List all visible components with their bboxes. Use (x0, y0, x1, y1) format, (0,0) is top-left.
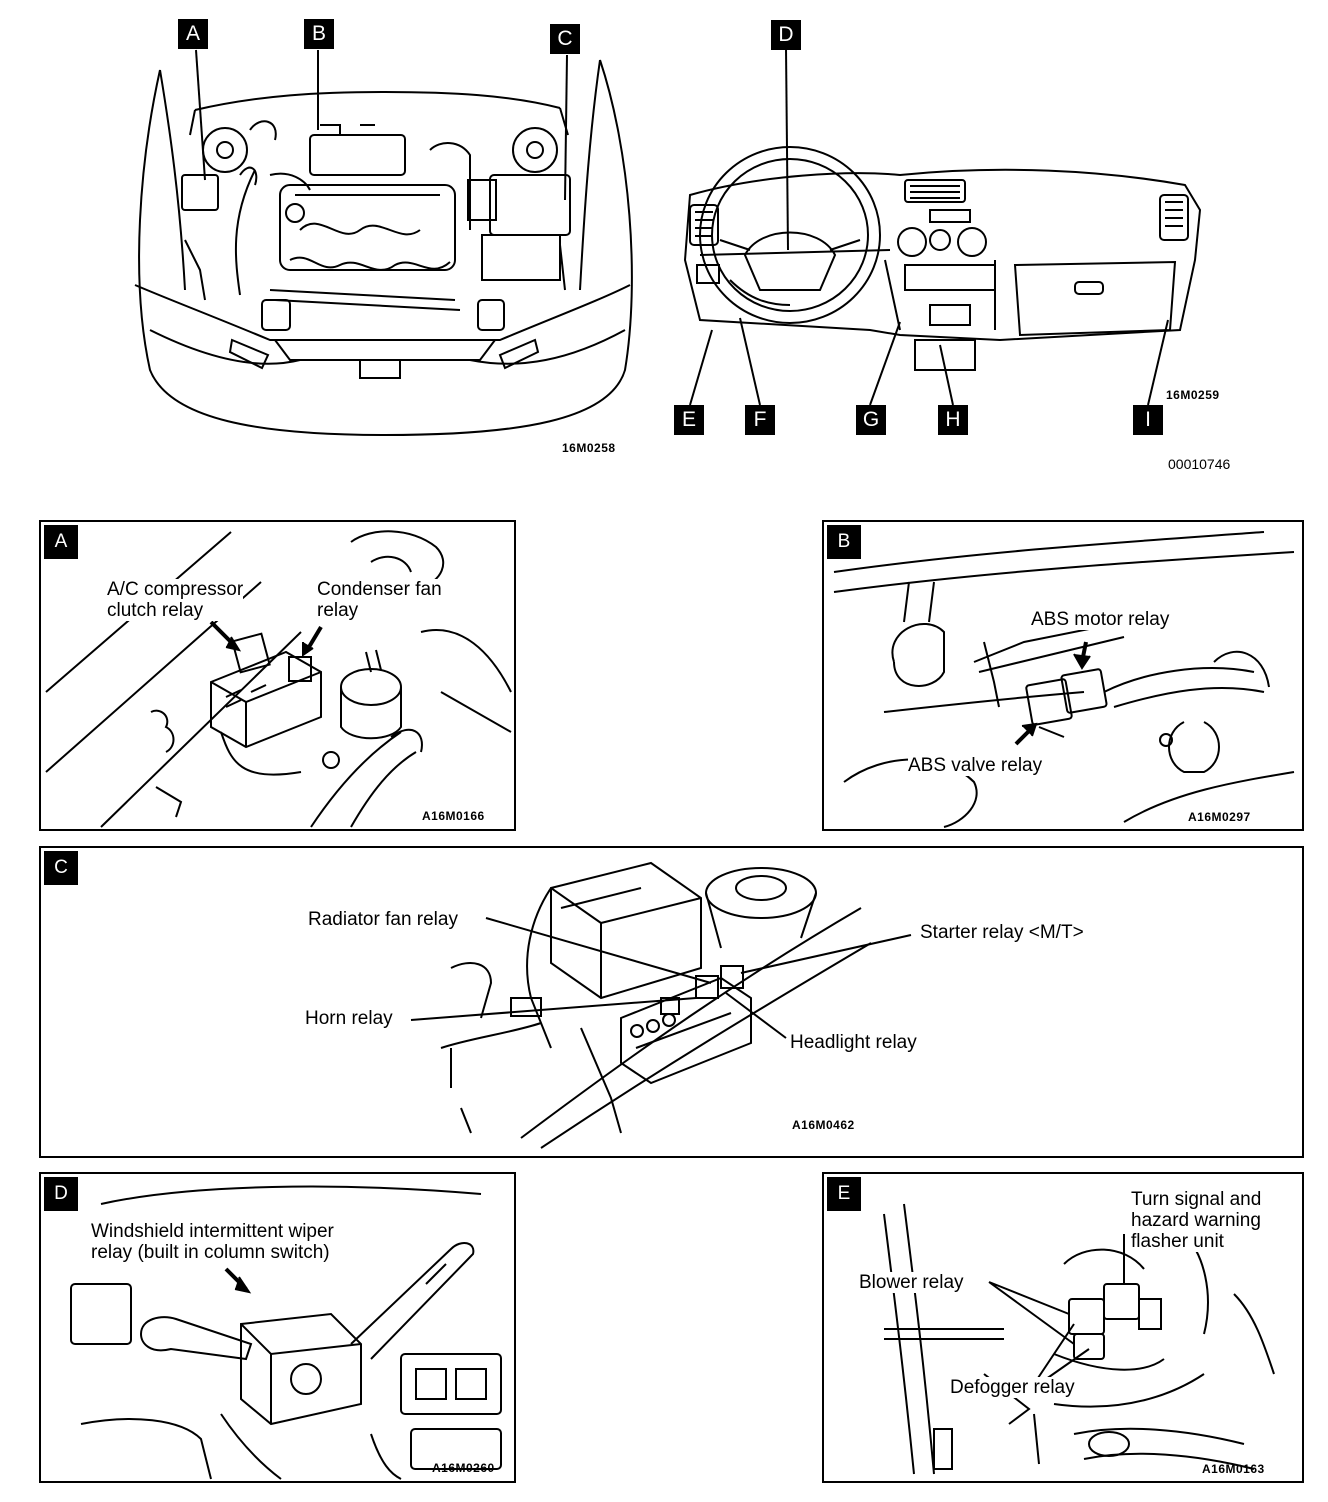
panel-d-drawing (41, 1174, 516, 1483)
headlight-relay-label: Headlight relay (790, 1032, 917, 1053)
abs-motor-relay-label: ABS motor relay (1031, 609, 1170, 630)
dash-tag-f: F (745, 405, 775, 435)
panel-d-tag: D (44, 1177, 78, 1211)
panel-c: C Radiator fan relay Starter relay <M/T>… (39, 846, 1304, 1158)
panel-a-tag: A (44, 525, 78, 559)
dash-tag-h: H (938, 405, 968, 435)
defogger-relay-label: Defogger relay (950, 1377, 1075, 1398)
panel-e: E Turn signal and hazard warning flasher… (822, 1172, 1304, 1483)
dash-tag-d: D (771, 20, 801, 50)
engine-tag-b: B (304, 19, 334, 49)
panel-b: B ABS motor relay ABS valve relay A16M02… (822, 520, 1304, 831)
panel-e-tag: E (827, 1177, 861, 1211)
panel-c-code: A16M0462 (792, 1118, 855, 1132)
panel-b-code: A16M0297 (1188, 810, 1251, 824)
panel-c-drawing (41, 848, 1304, 1158)
panel-a: A A/C compressor clutch relay Condenser … (39, 520, 516, 831)
ac-compressor-clutch-relay-label: A/C compressor clutch relay (107, 579, 244, 621)
document-number: 00010746 (1168, 456, 1231, 472)
radiator-fan-relay-label: Radiator fan relay (308, 909, 458, 930)
horn-relay-label: Horn relay (305, 1008, 393, 1029)
dashboard-drawing (0, 0, 1328, 470)
windshield-wiper-relay-label: Windshield intermittent wiper relay (bui… (91, 1221, 334, 1263)
panel-b-tag: B (827, 525, 861, 559)
panel-e-code: A16M0163 (1202, 1462, 1265, 1476)
dash-figure-code: 16M0259 (1166, 388, 1220, 402)
panel-d: D Windshield intermittent wiper relay (b… (39, 1172, 516, 1483)
engine-tag-a: A (178, 19, 208, 49)
panel-b-drawing (824, 522, 1304, 831)
engine-compartment-drawing (0, 0, 1328, 470)
panel-c-tag: C (44, 851, 78, 885)
engine-figure-code: 16M0258 (562, 441, 616, 455)
panel-d-code: A16M0260 (432, 1461, 495, 1475)
dash-tag-g: G (856, 405, 886, 435)
dash-tag-e: E (674, 405, 704, 435)
starter-relay-label: Starter relay <M/T> (920, 922, 1084, 943)
dash-tag-i: I (1133, 405, 1163, 435)
turn-signal-flasher-label: Turn signal and hazard warning flasher u… (1131, 1189, 1262, 1252)
panel-a-drawing (41, 522, 516, 831)
blower-relay-label: Blower relay (859, 1272, 964, 1293)
condenser-fan-relay-label: Condenser fan relay (317, 579, 442, 621)
panel-a-code: A16M0166 (422, 809, 485, 823)
abs-valve-relay-label: ABS valve relay (908, 755, 1043, 776)
engine-tag-c: C (550, 24, 580, 54)
